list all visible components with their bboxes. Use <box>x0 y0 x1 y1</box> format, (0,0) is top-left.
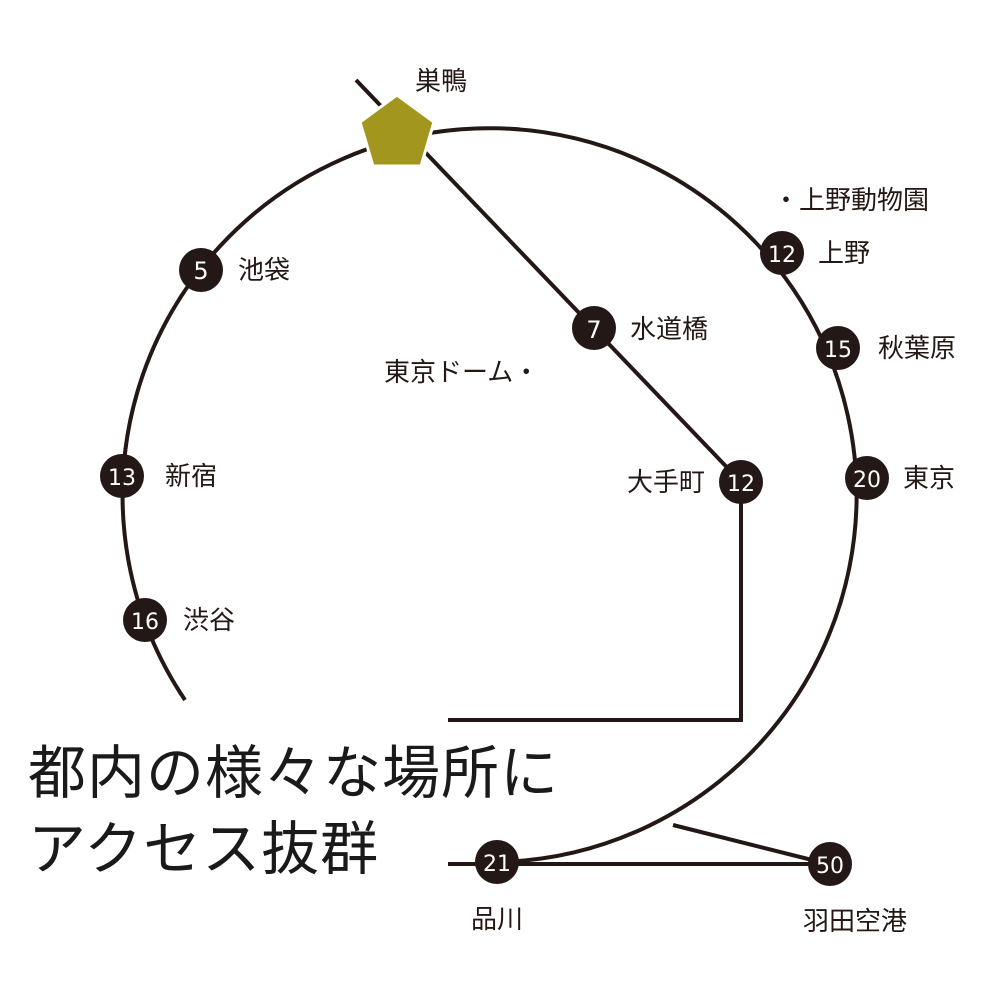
svg-text:新宿: 新宿 <box>165 462 217 492</box>
svg-text:5: 5 <box>193 257 208 285</box>
station-akihabara: 15 秋葉原 <box>816 326 956 370</box>
station-otemachi: 12 大手町 <box>627 460 763 504</box>
station-shibuya: 16 渋谷 <box>123 598 235 642</box>
loop-line <box>120 126 859 864</box>
svg-text:上野: 上野 <box>818 239 870 269</box>
star-icon <box>358 93 436 168</box>
station-shinagawa: 21 品川 <box>471 840 523 935</box>
station-ueno: 12 上野 <box>760 231 870 275</box>
svg-text:品川: 品川 <box>471 905 523 935</box>
headline: 都内の様々な場所に アクセス抜群 <box>28 735 559 887</box>
svg-text:羽田空港: 羽田空港 <box>803 907 907 937</box>
svg-text:16: 16 <box>131 610 159 635</box>
svg-text:池袋: 池袋 <box>238 256 290 286</box>
home-station-label: 巣鴨 <box>415 67 467 97</box>
station-suidobashi: 7 水道橋 <box>572 306 708 350</box>
svg-text:東京: 東京 <box>903 464 955 494</box>
svg-text:渋谷: 渋谷 <box>183 606 235 636</box>
station-tokyo: 20 東京 <box>845 456 955 500</box>
svg-text:21: 21 <box>483 852 511 877</box>
svg-text:秋葉原: 秋葉原 <box>878 334 956 364</box>
svg-text:15: 15 <box>824 338 852 363</box>
headline-line-2: アクセス抜群 <box>28 815 380 883</box>
svg-text:水道橋: 水道橋 <box>630 315 708 345</box>
station-haneda: 50 羽田空港 <box>803 842 907 937</box>
otemachi-line <box>448 482 743 722</box>
landmark-ueno-zoo: ・上野動物園 <box>773 186 929 216</box>
loop-haneda-line <box>672 823 829 866</box>
svg-text:7: 7 <box>586 316 601 344</box>
landmark-tokyo-dome: 東京ドーム・ <box>384 358 539 388</box>
svg-text:12: 12 <box>727 472 755 497</box>
svg-text:20: 20 <box>853 468 881 493</box>
svg-text:13: 13 <box>108 466 136 491</box>
station-shinjuku: 13 新宿 <box>100 454 217 498</box>
svg-text:50: 50 <box>816 854 844 879</box>
headline-line-1: 都内の様々な場所に <box>28 739 560 807</box>
svg-text:大手町: 大手町 <box>627 468 705 498</box>
station-ikebukuro: 5 池袋 <box>179 248 290 292</box>
svg-text:12: 12 <box>768 243 796 268</box>
